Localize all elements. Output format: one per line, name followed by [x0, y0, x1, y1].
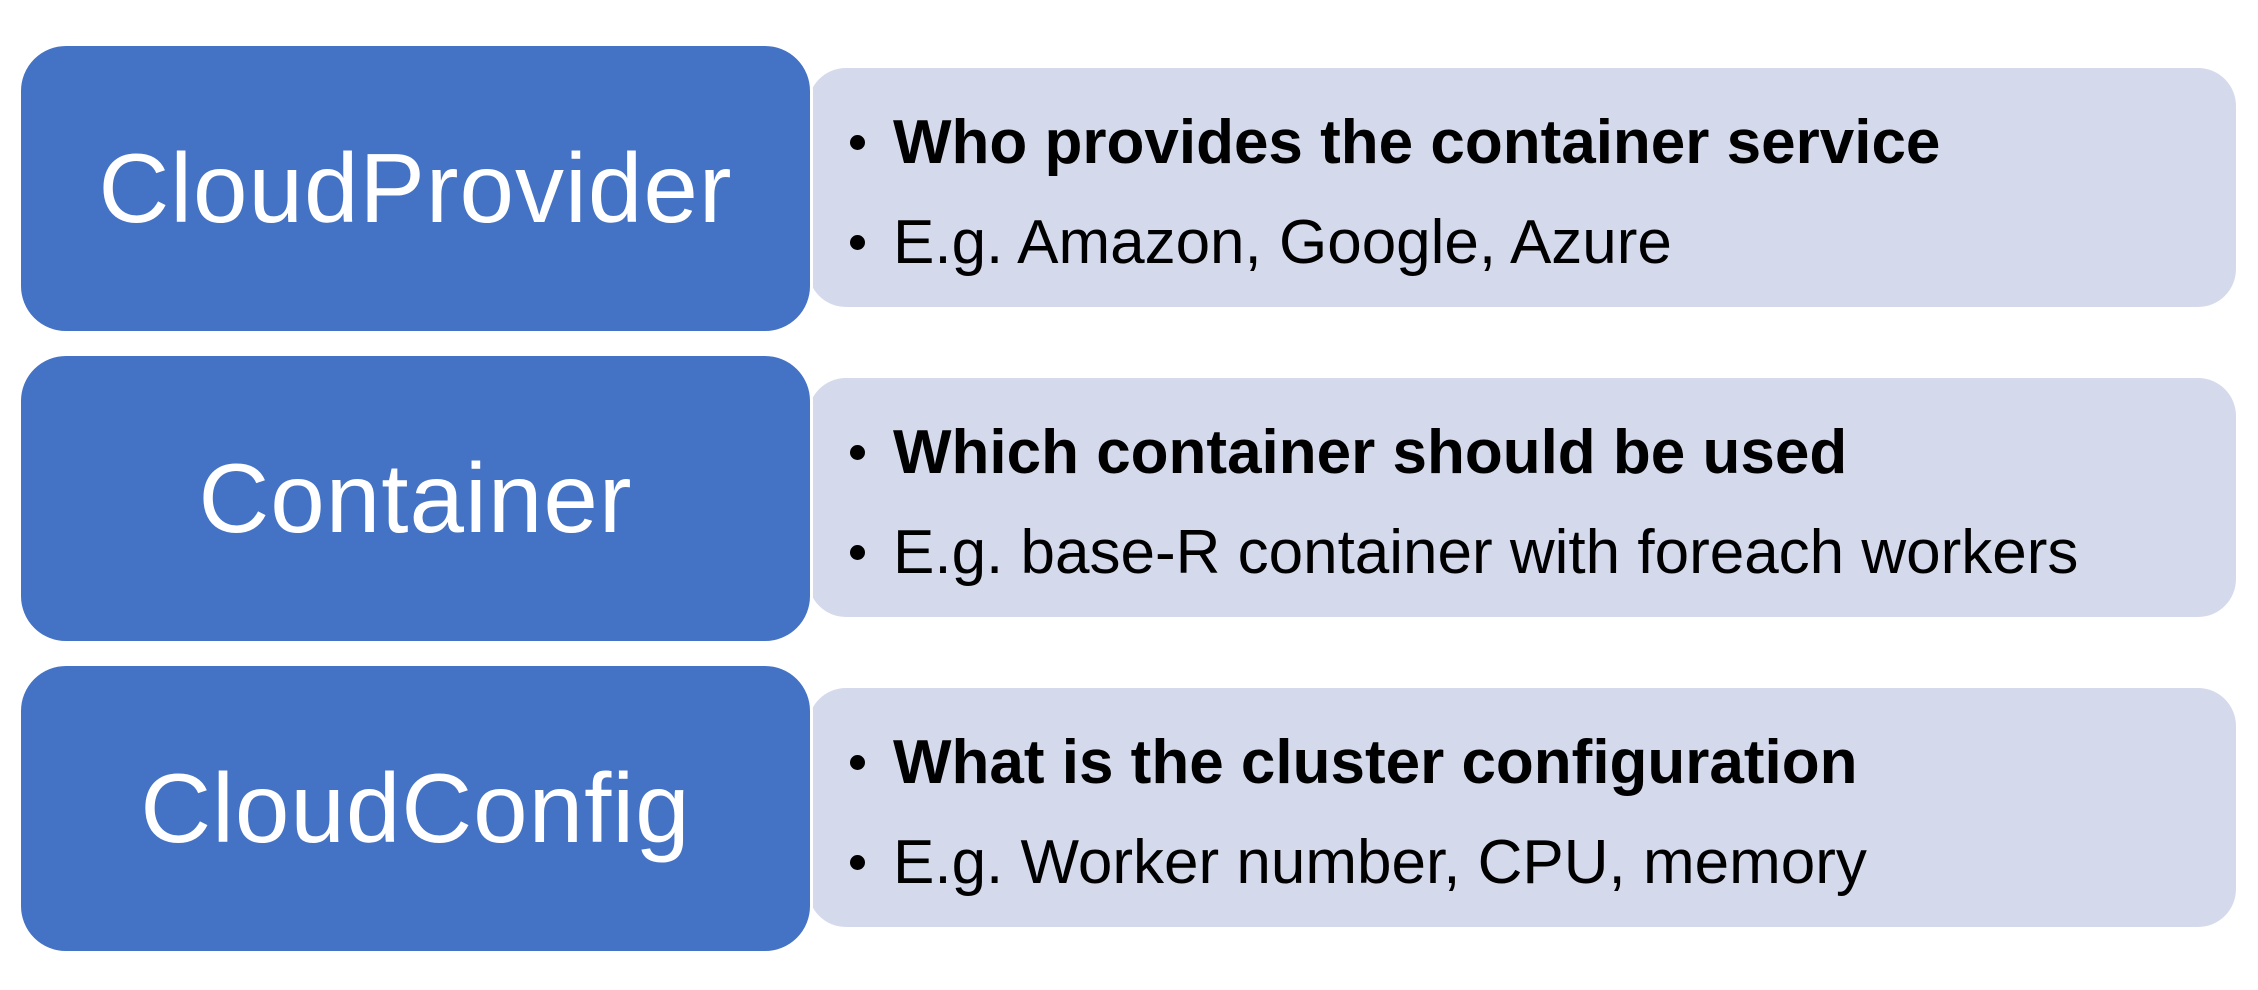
bullet-question: Who provides the container service — [850, 92, 2196, 192]
bullet-example: E.g. Amazon, Google, Azure — [850, 192, 2196, 292]
example-text: E.g. base-R container with foreach worke… — [893, 517, 2079, 587]
example-text: E.g. Worker number, CPU, memory — [893, 827, 1867, 897]
diagram-row-container: Container Which container should be used… — [18, 353, 2236, 644]
label-box-cloudprovider: CloudProvider — [18, 43, 813, 334]
bullet-dot-icon — [850, 444, 865, 460]
detail-panel-cloudconfig: What is the cluster configuration E.g. W… — [808, 688, 2236, 927]
bullet-dot-icon — [850, 854, 865, 870]
diagram-row-cloudprovider: CloudProvider Who provides the container… — [18, 43, 2236, 334]
detail-panel-container: Which container should be used E.g. base… — [808, 378, 2236, 617]
label-box-container: Container — [18, 353, 813, 644]
bullet-example: E.g. base-R container with foreach worke… — [850, 502, 2196, 602]
question-text: Who provides the container service — [893, 107, 1941, 177]
bullet-question: Which container should be used — [850, 402, 2196, 502]
bullet-example: E.g. Worker number, CPU, memory — [850, 812, 2196, 912]
label-box-cloudconfig: CloudConfig — [18, 663, 813, 954]
question-text: What is the cluster configuration — [893, 727, 1858, 797]
bullet-dot-icon — [850, 544, 865, 560]
diagram-row-cloudconfig: CloudConfig What is the cluster configur… — [18, 663, 2236, 954]
bullet-dot-icon — [850, 134, 865, 150]
bullet-dot-icon — [850, 234, 865, 250]
bullet-dot-icon — [850, 754, 865, 770]
question-text: Which container should be used — [893, 417, 1848, 487]
detail-panel-cloudprovider: Who provides the container service E.g. … — [808, 68, 2236, 307]
bullet-question: What is the cluster configuration — [850, 712, 2196, 812]
example-text: E.g. Amazon, Google, Azure — [893, 207, 1672, 277]
